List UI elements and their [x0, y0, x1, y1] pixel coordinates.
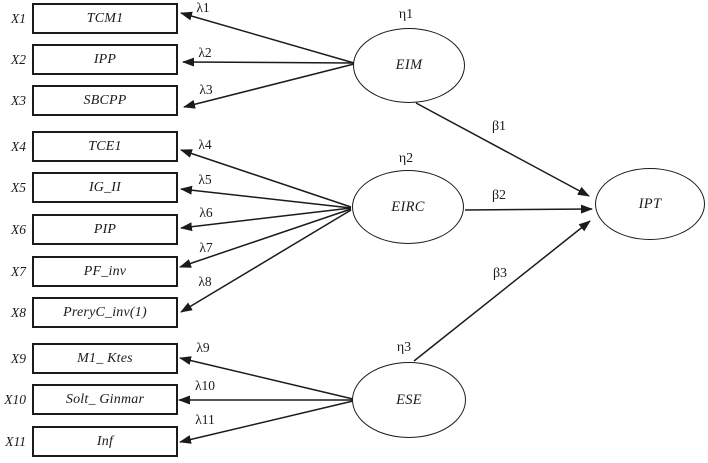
arrow-eirc-x6 — [180, 207, 352, 232]
indicator-box-x3: SBCPP — [32, 85, 178, 116]
arrow-beta1-eim-ipt — [415, 102, 590, 197]
arrow-eim-x1 — [180, 11, 355, 64]
indicator-label-x2: IPP — [93, 51, 117, 67]
latent-ellipse-eirc: EIRC — [352, 170, 464, 244]
indicator-id-x2: X2 — [11, 52, 26, 67]
indicator-id-x3: X3 — [11, 93, 26, 108]
eta-label-2: η2 — [398, 151, 414, 166]
arrow-eirc-x5 — [180, 185, 352, 209]
indicator-label-x4: TCE1 — [88, 138, 122, 154]
lambda-label-6: λ6 — [199, 205, 213, 220]
arrow-eirc-x7 — [179, 208, 352, 268]
indicator-id-x8: X8 — [11, 305, 26, 320]
indicator-id-x7: X7 — [11, 264, 26, 279]
arrow-eim-x2 — [182, 57, 355, 67]
lambda-label-5: λ5 — [198, 172, 212, 187]
indicator-label-x11: Inf — [96, 433, 114, 449]
eta-label-3: η3 — [396, 340, 412, 355]
indicator-box-x2: IPP — [32, 44, 178, 75]
lambda-label-7: λ7 — [199, 240, 213, 255]
latent-label-eim: EIM — [395, 57, 423, 73]
lambda-label-11: λ11 — [195, 412, 215, 427]
eta-label-1: η1 — [398, 7, 414, 22]
arrow-ese-x9 — [179, 356, 354, 400]
beta-label-1: β1 — [491, 119, 507, 134]
indicator-label-x7: PF_inv — [83, 263, 127, 279]
arrow-eirc-x8 — [180, 209, 352, 313]
lambda-label-8: λ8 — [198, 274, 212, 289]
indicator-id-x1: X1 — [11, 11, 26, 26]
indicator-label-x10: Solt_ Ginmar — [65, 391, 145, 407]
indicator-label-x6: PIP — [93, 221, 117, 237]
indicator-box-x4: TCE1 — [32, 131, 178, 162]
indicator-id-x11: X11 — [5, 434, 26, 449]
indicator-id-x5: X5 — [11, 180, 26, 195]
outcome-label-ipt: IPT — [638, 195, 662, 212]
indicator-box-x8: PreryC_inv(1) — [32, 297, 178, 328]
indicator-box-x7: PF_inv — [32, 256, 178, 287]
indicator-box-x1: TCM1 — [32, 3, 178, 34]
latent-ellipse-eim: EIM — [353, 28, 465, 103]
lambda-label-2: λ2 — [198, 45, 212, 60]
lambda-label-3: λ3 — [199, 82, 213, 97]
beta-label-2: β2 — [491, 188, 507, 203]
arrow-ese-x11 — [179, 400, 354, 444]
indicator-id-x10: X10 — [4, 392, 26, 407]
indicator-id-x4: X4 — [11, 139, 26, 154]
indicator-label-x8: PreryC_inv(1) — [63, 304, 147, 320]
outcome-ellipse-ipt: IPT — [595, 168, 705, 240]
beta-label-3: β3 — [492, 266, 508, 281]
lambda-label-4: λ4 — [198, 137, 212, 152]
indicator-label-x1: TCM1 — [86, 10, 124, 26]
lambda-label-9: λ9 — [196, 340, 210, 355]
indicator-box-x5: IG_II — [32, 172, 178, 203]
indicator-box-x11: Inf — [32, 426, 178, 457]
latent-label-ese: ESE — [396, 391, 422, 408]
indicator-id-x9: X9 — [11, 351, 26, 366]
arrow-eim-x3 — [183, 63, 355, 109]
lambda-label-1: λ1 — [196, 0, 210, 15]
indicator-box-x9: M1_ Ktes — [32, 343, 178, 374]
indicator-box-x6: PIP — [32, 214, 178, 245]
latent-label-eirc: EIRC — [391, 198, 425, 215]
arrow-beta3-ese-ipt — [413, 220, 591, 362]
arrow-eirc-x4 — [180, 149, 352, 208]
indicator-id-x6: X6 — [11, 222, 26, 237]
indicator-label-x3: SBCPP — [83, 92, 127, 108]
indicator-label-x9: M1_ Ktes — [77, 350, 133, 366]
indicator-box-x10: Solt_ Ginmar — [32, 384, 178, 415]
arrow-beta2-eirc-ipt — [464, 204, 593, 214]
indicator-label-x5: IG_II — [88, 179, 122, 195]
latent-ellipse-ese: ESE — [352, 362, 466, 438]
lambda-label-10: λ10 — [194, 378, 216, 393]
